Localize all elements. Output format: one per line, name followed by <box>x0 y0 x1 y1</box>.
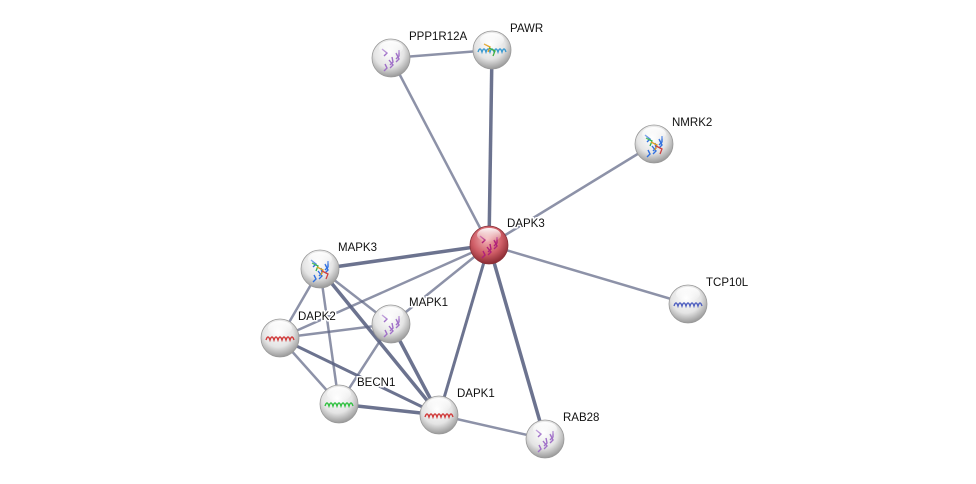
edge-dapk2-dapk3[interactable] <box>279 243 490 340</box>
node-label: RAB28 <box>563 412 599 424</box>
protein-structure-icon <box>424 413 454 420</box>
node-label: PPP1R12A <box>409 31 468 43</box>
edge-nmrk2-dapk3[interactable] <box>488 142 655 247</box>
node-mapk1[interactable]: MAPK1 <box>371 296 450 344</box>
node-highlight <box>379 307 403 321</box>
node-highlight <box>308 252 332 266</box>
node-nmrk2[interactable]: NMRK2 <box>634 116 714 164</box>
protein-structure-icon <box>316 266 324 276</box>
node-label: MAPK1 <box>409 297 448 309</box>
node-label: BECN1 <box>357 377 395 389</box>
node-label: DAPK1 <box>457 388 495 400</box>
node-label: PAWR <box>510 23 543 35</box>
edge-ppp1r12a-dapk3[interactable] <box>389 57 491 246</box>
node-tcp10l[interactable]: TCP10L <box>668 276 750 324</box>
protein-structure-icon <box>324 402 354 409</box>
node-dapk2[interactable]: DAPK2 <box>260 310 337 358</box>
node-highlight <box>379 41 403 55</box>
node-label: DAPK3 <box>507 218 545 230</box>
protein-structure-icon <box>321 270 329 280</box>
node-label: NMRK2 <box>672 117 712 129</box>
node-dapk1[interactable]: DAPK1 <box>419 387 496 435</box>
node-highlight <box>268 321 292 335</box>
node-label: DAPK2 <box>298 311 336 323</box>
edge-mapk3-becn1[interactable] <box>318 268 341 405</box>
protein-structure-icon <box>655 145 663 155</box>
edge-tcp10l-dapk3[interactable] <box>488 243 689 306</box>
protein-structure-icon <box>488 47 496 57</box>
node-mapk3[interactable]: MAPK3 <box>300 241 379 289</box>
node-becn1[interactable]: BECN1 <box>319 376 397 424</box>
node-highlight <box>642 127 666 141</box>
node-pawr[interactable]: PAWR <box>472 22 545 70</box>
node-label: TCP10L <box>706 277 749 289</box>
protein-structure-icon <box>265 336 295 343</box>
edge-rab28-dapk3[interactable] <box>487 244 547 440</box>
node-dapk3[interactable]: DAPK3 <box>469 217 546 265</box>
edge-dapk2-dapk1[interactable] <box>279 336 440 417</box>
node-ppp1r12a[interactable]: PPP1R12A <box>371 30 469 78</box>
edge-mapk1-dapk3[interactable] <box>390 244 490 325</box>
node-label: MAPK3 <box>338 242 377 254</box>
node-highlight <box>327 387 351 401</box>
edge-mapk3-dapk3[interactable] <box>319 243 490 271</box>
edge-pawr-dapk3[interactable] <box>487 49 494 246</box>
node-highlight <box>676 287 700 301</box>
protein-structure-icon <box>673 302 703 309</box>
protein-structure-icon <box>650 141 658 151</box>
node-rab28[interactable]: RAB28 <box>525 411 601 459</box>
edge-dapk1-dapk3[interactable] <box>437 244 491 416</box>
node-highlight <box>477 228 501 242</box>
node-highlight <box>533 422 557 436</box>
node-highlight <box>480 33 504 47</box>
node-highlight <box>427 398 451 412</box>
